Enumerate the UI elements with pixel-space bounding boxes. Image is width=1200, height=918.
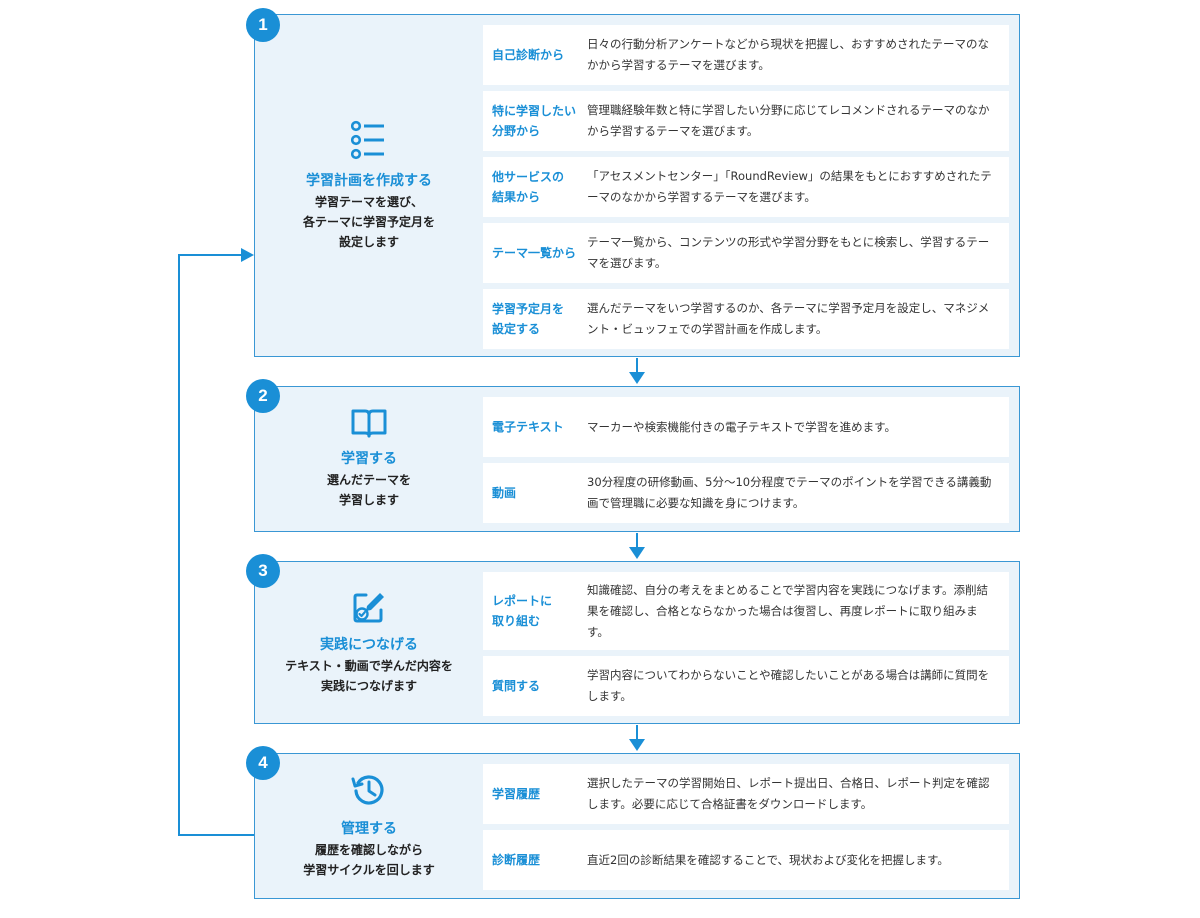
step-2-panel: 学習する 選んだテーマを 学習します 電子テキスト マーカーや検索機能付きの電子…: [254, 386, 1020, 532]
row-text: 管理職経験年数と特に学習したい分野に応じてレコメンドされるテーマのなかから学習す…: [587, 103, 990, 138]
row-text: 選択したテーマの学習開始日、レポート提出日、合格日、レポート判定を確認します。必…: [587, 776, 990, 811]
down-arrow-line: [636, 358, 638, 374]
row-label: 特に学習したい 分野から: [492, 104, 577, 138]
loop-line-top: [178, 254, 242, 256]
edit-check-icon: [352, 590, 386, 624]
row-text: 日々の行動分析アンケートなどから現状を把握し、おすすめされたテーマのなかから学習…: [587, 37, 990, 72]
table-row: 学習予定月を 設定する 選んだテーマをいつ学習するのか、各テーマに学習予定月を設…: [483, 289, 1009, 349]
row-text: マーカーや検索機能付きの電子テキストで学習を進めます。: [587, 419, 897, 434]
row-label: 動画: [492, 486, 517, 500]
step-2-title: 学習する: [341, 451, 397, 467]
loop-line-bottom: [178, 834, 254, 836]
step-2-rows: 電子テキスト マーカーや検索機能付きの電子テキストで学習を進めます。 動画 30…: [483, 387, 1009, 531]
step-3-title: 実践につなげる: [320, 636, 418, 653]
down-arrowhead: [629, 739, 645, 751]
row-text: 知識確認、自分の考えをまとめることで学習内容を実践につなげます。添削結果を確認し…: [587, 582, 989, 639]
row-label: テーマ一覧から: [492, 246, 577, 260]
table-row: 自己診断から 日々の行動分析アンケートなどから現状を把握し、おすすめされたテーマ…: [483, 25, 1009, 85]
step-2-summary: 学習する 選んだテーマを 学習します: [255, 387, 483, 531]
row-label: 学習予定月を 設定する: [492, 302, 565, 336]
down-arrowhead: [629, 372, 645, 384]
row-label: レポートに 取り組む: [492, 594, 553, 628]
row-label: 質問する: [492, 679, 541, 693]
loop-line-vertical: [178, 254, 180, 836]
history-icon: [351, 772, 387, 808]
table-row: 他サービスの 結果から 「アセスメントセンター」「RoundReview」の結果…: [483, 157, 1009, 217]
table-row: 診断履歴 直近2回の診断結果を確認することで、現状および変化を把握します。: [483, 830, 1009, 890]
loop-arrowhead: [241, 248, 254, 262]
row-text: 選んだテーマをいつ学習するのか、各テーマに学習予定月を設定し、マネジメント・ビュ…: [587, 301, 990, 336]
row-text: 「アセスメントセンター」「RoundReview」の結果をもとにおすすめされたテ…: [587, 169, 992, 204]
table-row: 電子テキスト マーカーや検索機能付きの電子テキストで学習を進めます。: [483, 397, 1009, 457]
table-row: 学習履歴 選択したテーマの学習開始日、レポート提出日、合格日、レポート判定を確認…: [483, 764, 1009, 824]
table-row: 質問する 学習内容についてわからないことや確認したいことがある場合は講師に質問を…: [483, 656, 1009, 716]
step-4-summary: 管理する 履歴を確認しながら 学習サイクルを回します: [255, 754, 483, 898]
table-row: 特に学習したい 分野から 管理職経験年数と特に学習したい分野に応じてレコメンドさ…: [483, 91, 1009, 151]
step-1-description: 学習テーマを選び、 各テーマに学習予定月を 設定します: [302, 194, 435, 249]
step-4-description: 履歴を確認しながら 学習サイクルを回します: [303, 843, 435, 877]
table-row: テーマ一覧から テーマ一覧から、コンテンツの形式や学習分野をもとに検索し、学習す…: [483, 223, 1009, 283]
step-4-rows: 学習履歴 選択したテーマの学習開始日、レポート提出日、合格日、レポート判定を確認…: [483, 754, 1009, 898]
row-label: 自己診断から: [492, 48, 565, 62]
step-4-title: 管理する: [341, 821, 397, 837]
book-icon: [351, 408, 387, 438]
step-1-summary: 学習計画を作成する 学習テーマを選び、 各テーマに学習予定月を 設定します: [255, 15, 483, 356]
row-label: 電子テキスト: [492, 420, 564, 434]
step-3-description: テキスト・動画で学んだ内容を 実践につなげます: [285, 658, 453, 693]
step-1-rows: 自己診断から 日々の行動分析アンケートなどから現状を把握し、おすすめされたテーマ…: [483, 15, 1009, 356]
row-text: 学習内容についてわからないことや確認したいことがある場合は講師に質問をします。: [587, 668, 990, 703]
step-3-summary: 実践につなげる テキスト・動画で学んだ内容を 実践につなげます: [255, 562, 483, 723]
step-1-title: 学習計画を作成する: [306, 172, 432, 189]
step-3-number-badge: 3: [246, 554, 280, 588]
step-1-number-badge: 1: [246, 8, 280, 42]
table-row: 動画 30分程度の研修動画、5分～10分程度でテーマのポイントを学習できる講義動…: [483, 463, 1009, 523]
row-label: 診断履歴: [492, 853, 541, 867]
down-arrow-line: [636, 533, 638, 549]
row-text: テーマ一覧から、コンテンツの形式や学習分野をもとに検索し、学習するテーマを選びま…: [587, 235, 990, 270]
row-label: 他サービスの 結果から: [492, 170, 565, 204]
step-4-number-badge: 4: [246, 746, 280, 780]
step-2-number-badge: 2: [246, 379, 280, 413]
list-icon: [351, 120, 387, 160]
row-text: 直近2回の診断結果を確認することで、現状および変化を把握します。: [587, 852, 949, 867]
step-3-rows: レポートに 取り組む 知識確認、自分の考えをまとめることで学習内容を実践につなげ…: [483, 562, 1009, 723]
row-label: 学習履歴: [492, 787, 541, 801]
row-text: 30分程度の研修動画、5分～10分程度でテーマのポイントを学習できる講義動画で管…: [587, 475, 992, 510]
step-4-panel: 管理する 履歴を確認しながら 学習サイクルを回します 学習履歴 選択したテーマの…: [254, 753, 1020, 899]
down-arrowhead: [629, 547, 645, 559]
down-arrow-line: [636, 725, 638, 741]
table-row: レポートに 取り組む 知識確認、自分の考えをまとめることで学習内容を実践につなげ…: [483, 572, 1009, 650]
step-1-panel: 学習計画を作成する 学習テーマを選び、 各テーマに学習予定月を 設定します 自己…: [254, 14, 1020, 357]
step-3-panel: 実践につなげる テキスト・動画で学んだ内容を 実践につなげます レポートに 取り…: [254, 561, 1020, 724]
step-2-description: 選んだテーマを 学習します: [326, 473, 411, 507]
